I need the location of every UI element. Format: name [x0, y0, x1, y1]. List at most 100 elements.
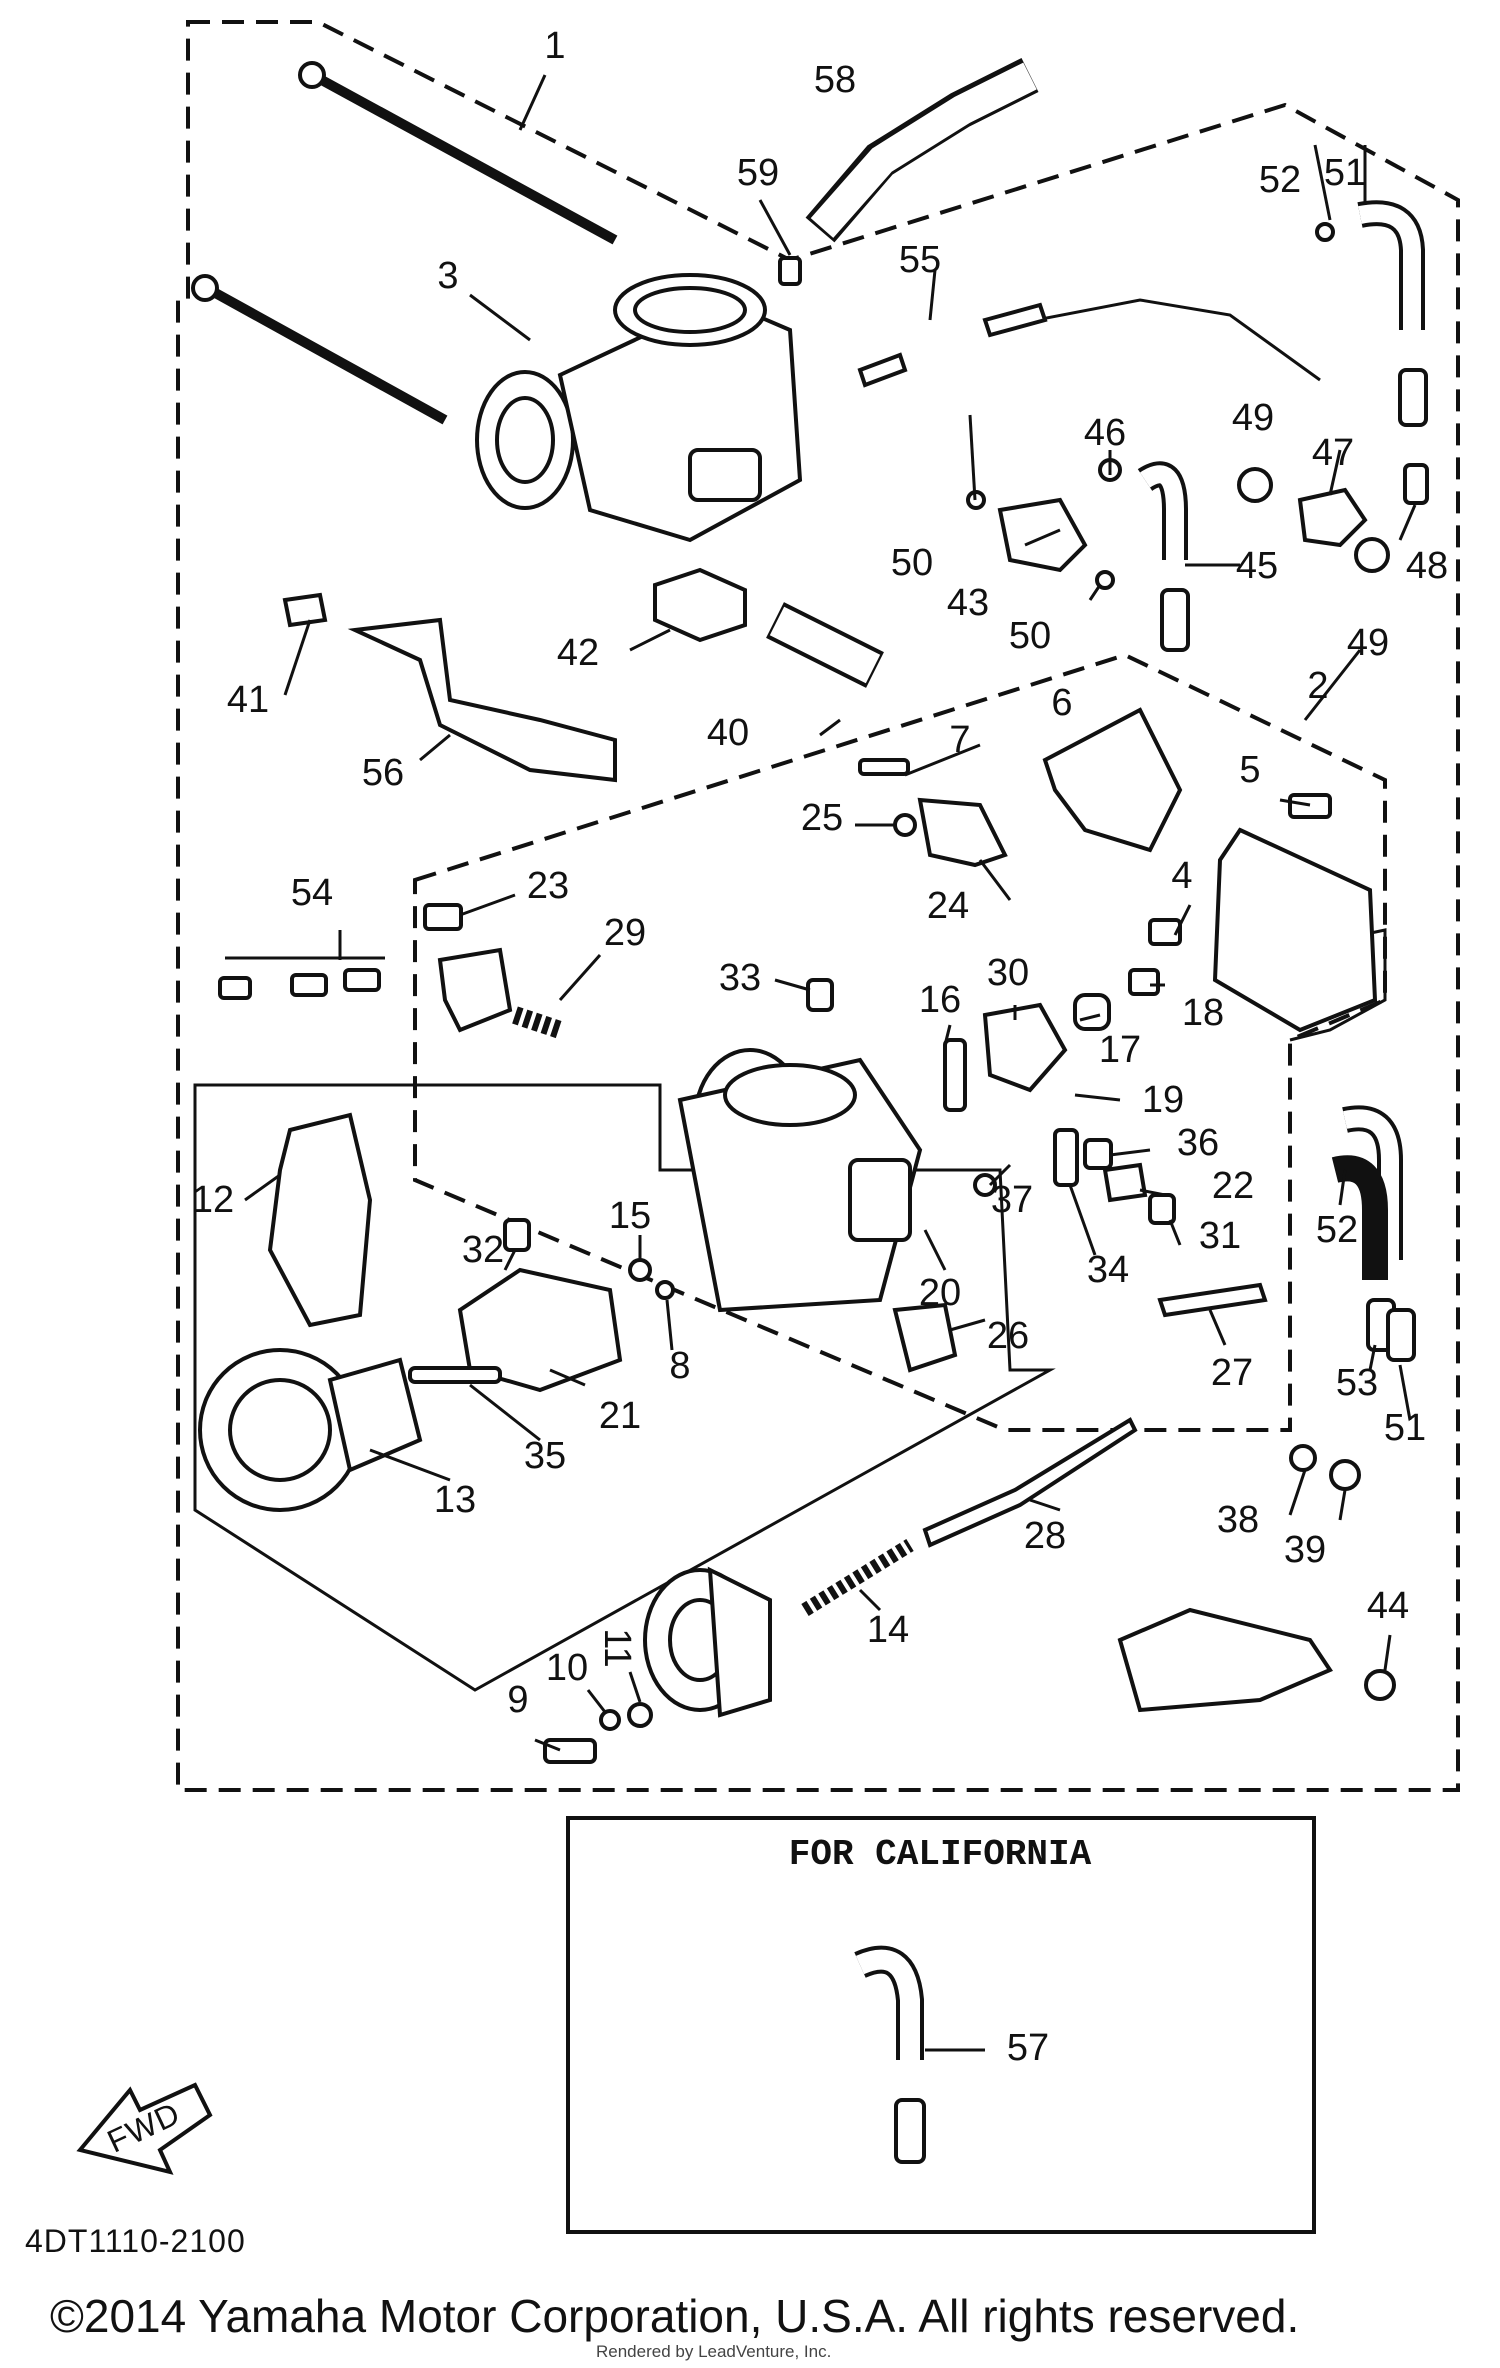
callout-18: 18: [1182, 992, 1224, 1034]
callout-40: 40: [707, 712, 749, 754]
callout-13: 13: [434, 1479, 476, 1521]
nut-49b: [1354, 537, 1390, 573]
callout-31: 31: [1199, 1215, 1241, 1257]
throttle-tube: [1009, 298, 1321, 382]
callout-28: 28: [1024, 1515, 1066, 1557]
washer-37: [973, 1173, 997, 1197]
o-ring-52: [1315, 222, 1335, 242]
bracket-44: [1117, 1607, 1333, 1713]
callout-22: 22: [1212, 1165, 1254, 1207]
callout-36: 36: [1177, 1122, 1219, 1164]
float-chamber: [1212, 827, 1378, 1033]
callout-56: 56: [362, 752, 404, 794]
callout-8: 8: [669, 1345, 690, 1387]
long-bolt-upper: [298, 61, 618, 245]
diagram-code: 4DT1110-2100: [25, 2223, 246, 2259]
callout-14: 14: [867, 1609, 909, 1651]
screw-18: [1128, 968, 1160, 996]
screw-48: [1403, 463, 1429, 505]
callout-7: 7: [949, 719, 970, 761]
fwd-arrow: FWD: [76, 2082, 213, 2175]
callout-16: 16: [919, 979, 961, 1021]
california-box: [566, 1816, 1316, 2234]
callout-44: 44: [1367, 1585, 1409, 1627]
washer-11: [627, 1702, 653, 1728]
callout-labels: 1 58 59 3 55 52 51 46 49 47 50 43 45 48 …: [192, 25, 1448, 2069]
bracket-29: [437, 947, 513, 1033]
callout-23: 23: [527, 865, 569, 907]
callout-41: 41: [227, 679, 269, 721]
holder-30: [982, 1002, 1068, 1093]
screw-set-55: [857, 302, 1048, 388]
callout-47: 47: [1312, 432, 1354, 474]
jet-36: [1083, 1138, 1113, 1170]
o-ring-50b: [1095, 570, 1115, 590]
nut-49a: [1237, 467, 1273, 503]
vacuum-chamber-13: [198, 1348, 423, 1512]
callout-1: 1: [544, 25, 565, 67]
callout-9: 9: [507, 1679, 528, 1721]
link-plate-56: [347, 617, 617, 783]
callout-53: 53: [1336, 1362, 1378, 1404]
callout-43: 43: [947, 582, 989, 624]
callout-49-upper: 49: [1232, 397, 1274, 439]
callout-42: 42: [557, 632, 599, 674]
copyright: ©2014 Yamaha Motor Corporation, U.S.A. A…: [50, 2290, 1299, 2342]
joint-43: [997, 497, 1088, 573]
callout-32: 32: [462, 1229, 504, 1271]
callout-52-upper: 52: [1259, 159, 1301, 201]
callout-24: 24: [927, 885, 969, 927]
carburetor-body-3: [475, 273, 803, 543]
clip-41: [282, 592, 328, 628]
valve-26: [892, 1302, 958, 1373]
screw-31: [1148, 1193, 1176, 1225]
callout-19: 19: [1142, 1079, 1184, 1121]
joint-47: [1297, 487, 1368, 548]
callout-35: 35: [524, 1435, 566, 1477]
callout-55: 55: [899, 239, 941, 281]
callout-52-lower: 52: [1316, 1209, 1358, 1251]
screw-4: [1148, 918, 1182, 946]
bolt-9: [543, 1738, 597, 1764]
rendered-by: Rendered by LeadVenture, Inc.: [596, 2342, 831, 2361]
assembly-boundary: [176, 20, 1460, 1792]
plate-24: [917, 797, 1008, 868]
washer-8: [655, 1280, 675, 1300]
needle-set-28: [922, 1417, 1138, 1548]
callout-51-lower: 51: [1384, 1407, 1426, 1449]
callout-15: 15: [609, 1195, 651, 1237]
callout-50-lower: 50: [1009, 615, 1051, 657]
subassembly-outline: [193, 1083, 1056, 1692]
callout-26: 26: [987, 1315, 1029, 1357]
callout-2: 2: [1307, 665, 1328, 707]
clip-59: [778, 256, 802, 286]
callout-48: 48: [1406, 545, 1448, 587]
callout-57: 57: [1007, 2027, 1049, 2069]
nut-44: [1364, 1669, 1396, 1701]
screw-5: [1288, 793, 1332, 819]
carburetor-2-boundary: [413, 652, 1387, 1432]
callout-58: 58: [814, 59, 856, 101]
callout-59: 59: [737, 152, 779, 194]
callout-34: 34: [1087, 1249, 1129, 1291]
sensor-42: [653, 567, 747, 643]
callout-51-upper: 51: [1324, 152, 1366, 194]
screw-set-27: [1157, 1282, 1268, 1318]
screw-35: [408, 1366, 502, 1384]
callout-54: 54: [291, 872, 333, 914]
callout-50-upper: 50: [891, 542, 933, 584]
needle-16: [943, 1038, 967, 1112]
long-bolt-lower: [191, 274, 448, 425]
leader-lines: [225, 74, 1417, 2052]
callout-33: 33: [719, 957, 761, 999]
callout-6: 6: [1051, 682, 1072, 724]
california-title: FOR CALIFORNIA: [789, 1834, 1092, 1875]
screw-set-54: [218, 968, 381, 1000]
clip-22: [1102, 1162, 1148, 1203]
screw-32: [503, 1218, 531, 1252]
callout-38: 38: [1217, 1499, 1259, 1541]
washer-38: [1289, 1444, 1317, 1472]
o-ring-15: [628, 1258, 652, 1282]
callout-45: 45: [1236, 545, 1278, 587]
